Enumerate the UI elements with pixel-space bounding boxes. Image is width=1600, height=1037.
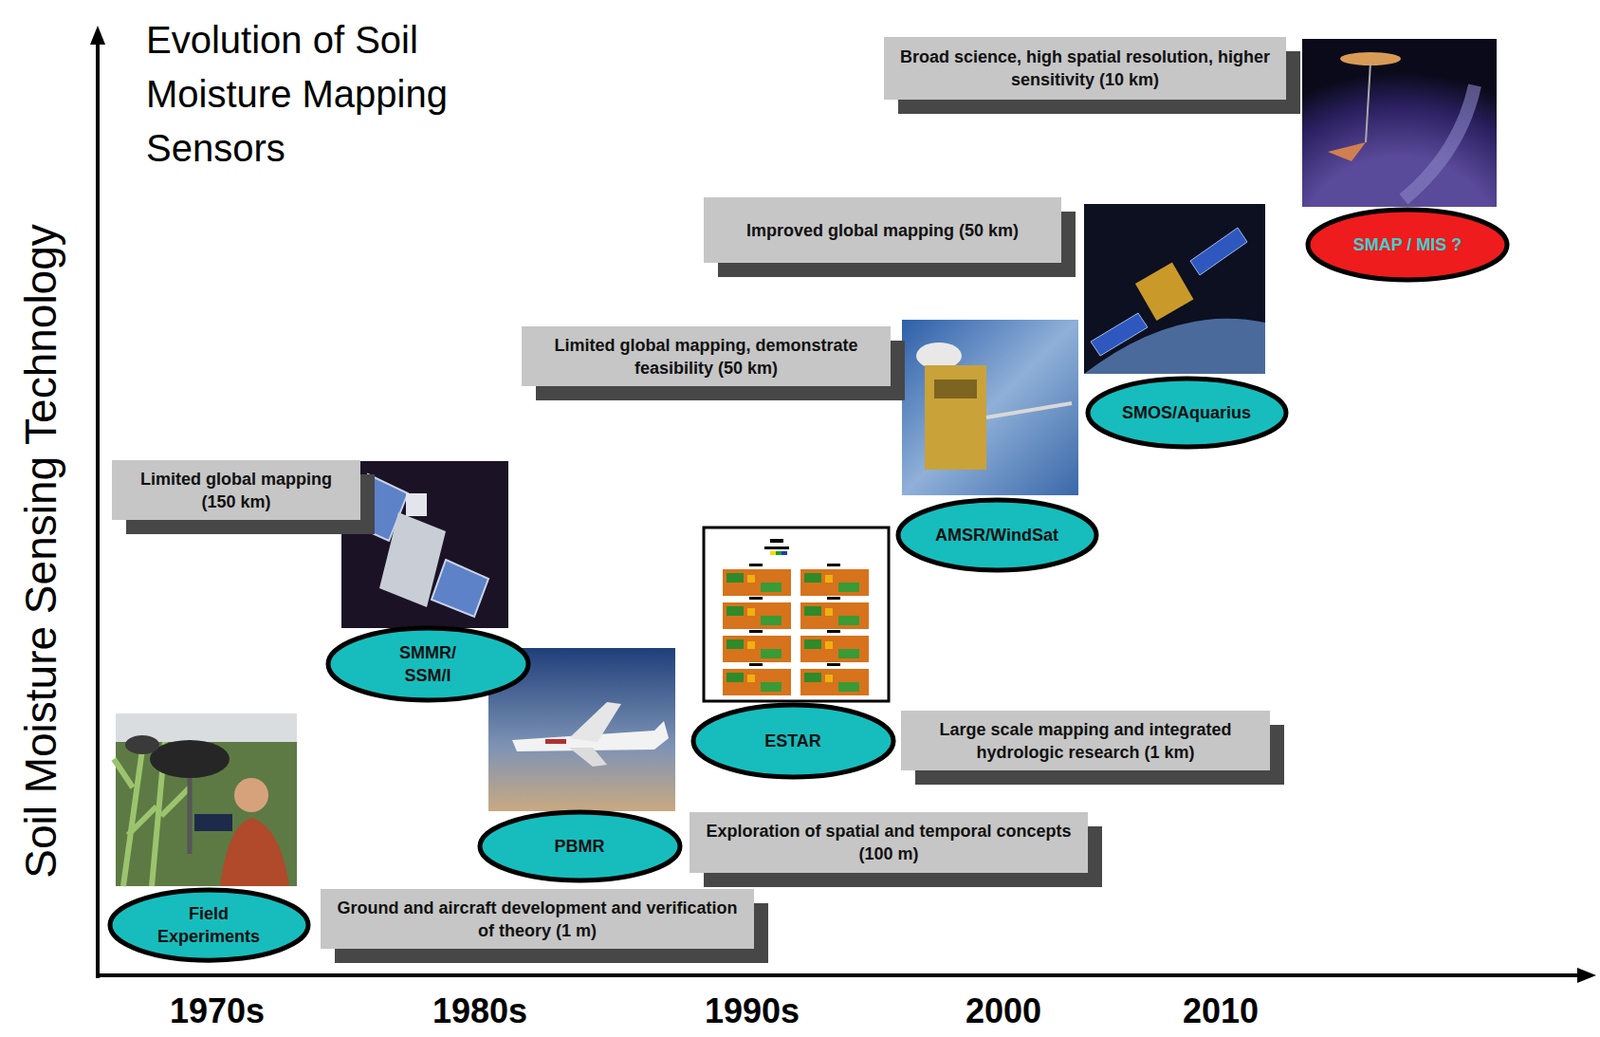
caption-box: Limited global mapping (150 km) [111,459,361,520]
sensor-ellipse: ESTAR [690,701,897,780]
map-tile [800,563,869,596]
caption-box: Improved global mapping (50 km) [703,197,1062,263]
caption-box: Large scale mapping and integrated hydro… [901,710,1270,771]
axis-tick-label: 1970s [169,991,265,1031]
caption-box: Exploration of spatial and temporal conc… [689,811,1088,873]
smap-satellite [1302,38,1497,207]
sensor-name: SMAP / MIS ? [1353,233,1463,257]
axis-tick-label: 2000 [965,991,1042,1031]
ellipse-outline [325,625,532,703]
ellipse-outline [107,886,312,963]
sensor-name: SMMR/ SSM/I [389,641,466,687]
sensor-name: ESTAR [764,729,822,753]
description-text: Exploration of spatial and temporal conc… [698,819,1079,865]
caption-box: Ground and aircraft development and veri… [320,888,755,949]
sensor-name: PBMR [554,834,606,858]
description-text: Limited global mapping (150 km) [121,467,351,514]
smos-satellite [1084,203,1266,374]
axes [90,25,1597,983]
description-text: Limited global mapping, demonstrate feas… [531,333,882,380]
amsr-satellite [901,319,1079,496]
estar-maps [703,527,889,701]
sensor-ellipse: AMSR/WindSat [895,496,1100,573]
map-tile [722,662,791,696]
map-tile [722,596,791,629]
sensor-ellipse: SMMR/ SSM/I [325,625,532,703]
sensor-ellipse: SMOS/Aquarius [1085,375,1289,450]
diagram-title: Evolution of Soil Moisture Mapping Senso… [146,13,488,176]
sensor-ellipse: SMAP / MIS ? [1305,206,1510,283]
map-tile [800,662,869,696]
sensor-ellipse: Field Experiments [107,886,312,963]
sensor-name: SMOS/Aquarius [1121,401,1251,424]
axis-tick-label: 2010 [1182,991,1259,1031]
sensor-ellipse: PBMR [477,809,683,883]
axis-tick-label: 1980s [432,991,528,1031]
description-text: Improved global mapping (50 km) [746,219,1019,242]
map-tile [800,596,869,629]
caption-box: Broad science, high spatial resolution, … [883,36,1287,100]
axis-tick-label: 1990s [704,991,800,1031]
smmr-satellite [341,460,509,628]
description-text: Ground and aircraft development and veri… [330,896,745,942]
map-tile [722,629,791,663]
axis-title: Soil Moisture Sensing Technology [15,223,67,879]
caption-box: Limited global mapping, demonstrate feas… [521,326,891,387]
description-text: Large scale mapping and integrated hydro… [910,717,1261,764]
sensor-name: AMSR/WindSat [935,523,1059,547]
map-tile [722,563,791,596]
sensor-name: Field Experiments [151,901,266,948]
map-tile [800,629,869,663]
description-text: Broad science, high spatial resolution, … [893,45,1277,92]
field-photo [113,713,297,886]
